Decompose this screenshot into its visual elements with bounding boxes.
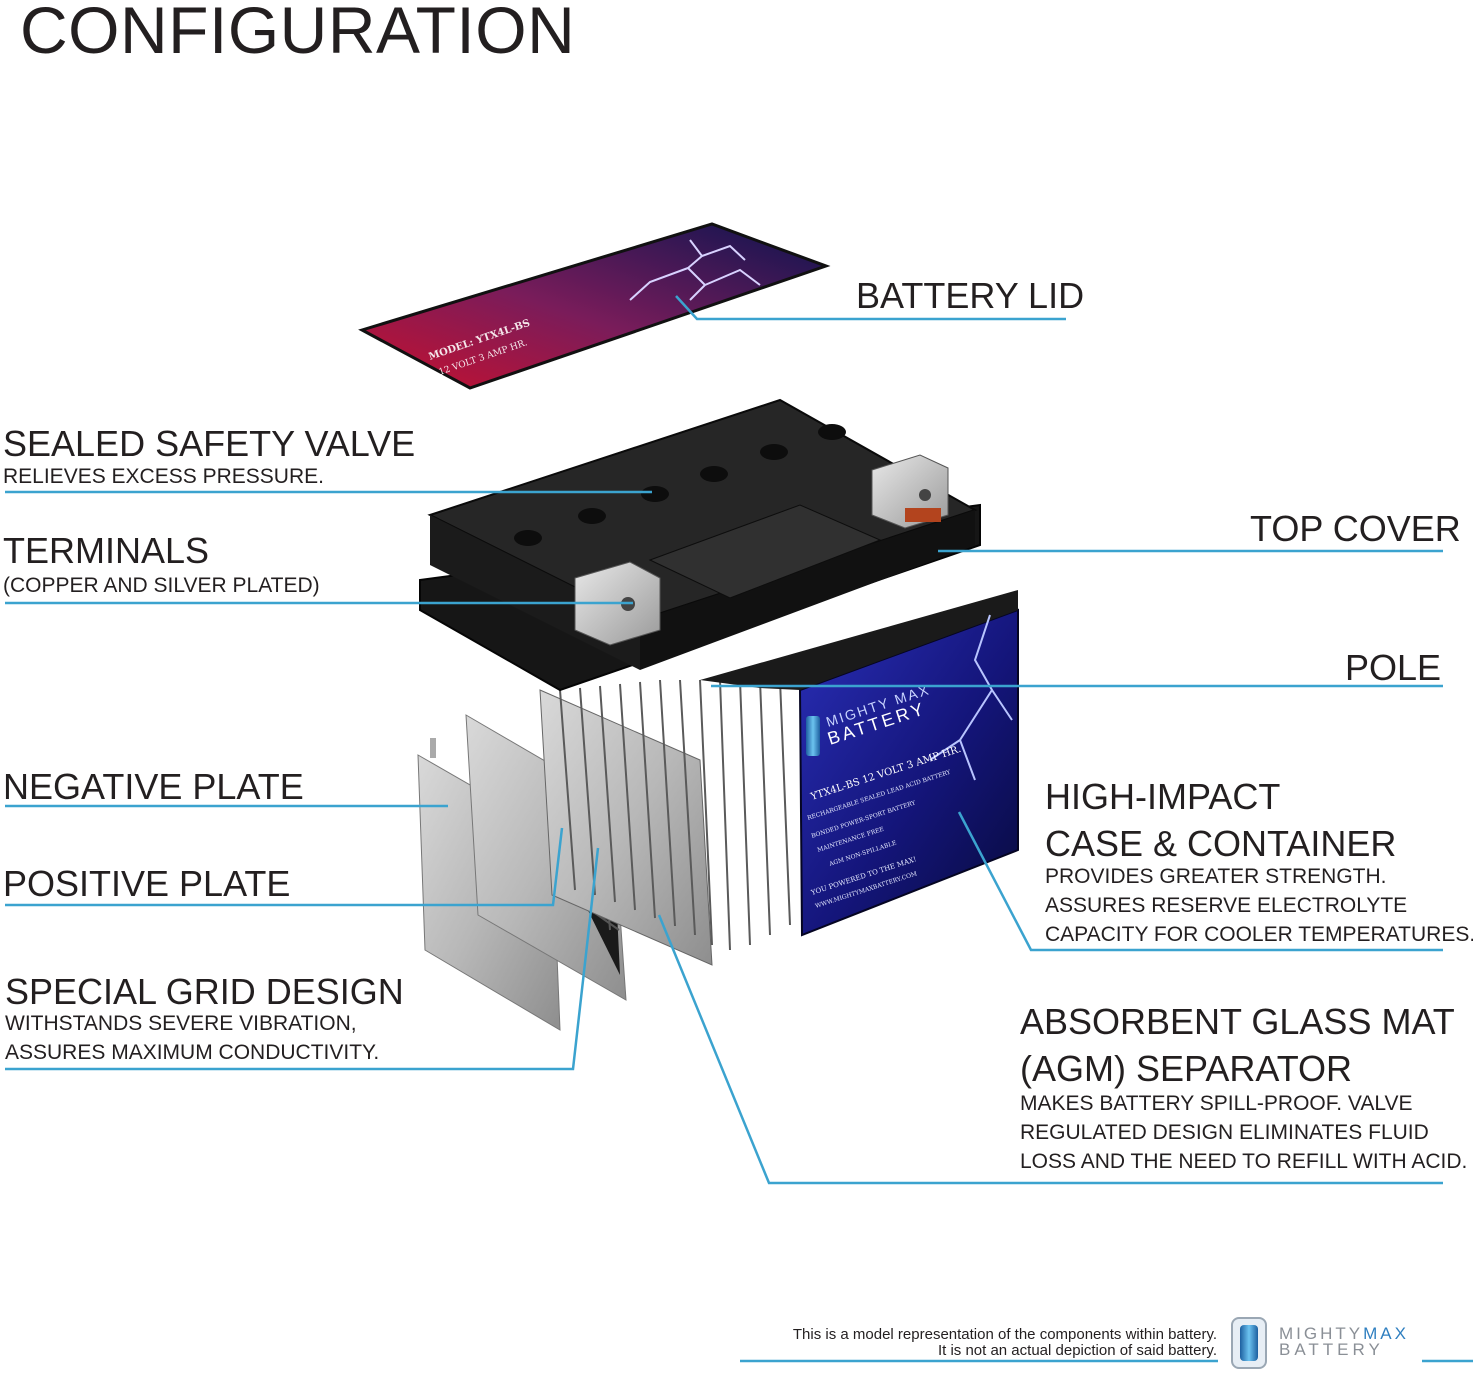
- top-cover: [419, 398, 981, 692]
- page-title: CONFIGURATION: [20, 0, 576, 67]
- footer-logo-max: MAX: [1363, 1324, 1409, 1343]
- lightning-icon: [629, 239, 761, 301]
- footer-logo-line-2: BATTERY: [1279, 1340, 1384, 1359]
- label-sealed-safety-valve: SEALED SAFETY VALVE: [3, 423, 416, 464]
- safety-valve-cap: [641, 486, 669, 502]
- footer-logo-line-1: MIGHTYMAX: [1279, 1325, 1409, 1343]
- label-terminals: TERMINALS: [3, 530, 210, 571]
- label-positive-plate: POSITIVE PLATE: [3, 863, 291, 904]
- label-absorbent-glass-mat: ABSORBENT GLASS MAT: [1020, 1001, 1455, 1042]
- footer-logo-mighty: MIGHTY: [1279, 1324, 1364, 1343]
- battery-lid: MODEL: YTX4L-BS 12 VOLT 3 AMP HR.: [358, 222, 831, 390]
- label-negative-plate: NEGATIVE PLATE: [3, 766, 304, 807]
- lightning-icon: [929, 614, 1013, 781]
- terminal-right: [871, 454, 949, 529]
- label-special-grid-design: SPECIAL GRID DESIGN: [5, 971, 404, 1012]
- label-agm-sub-3: LOSS AND THE NEED TO REFILL WITH ACID.: [1020, 1150, 1468, 1173]
- label-sealed-safety-valve-sub: RELIEVES EXCESS PRESSURE.: [3, 465, 324, 488]
- label-battery-lid: BATTERY LID: [856, 275, 1085, 316]
- leader-agm: [657, 914, 1443, 1185]
- label-case-sub-3: CAPACITY FOR COOLER TEMPERATURES.: [1045, 923, 1473, 946]
- leader-battery-lid: [675, 295, 1066, 321]
- label-grid-sub-2: ASSURES MAXIMUM CONDUCTIVITY.: [5, 1041, 380, 1064]
- leader-positive-plate: [5, 827, 564, 907]
- battery-cell-icon: [806, 716, 820, 756]
- label-grid-sub-1: WITHSTANDS SEVERE VIBRATION,: [5, 1012, 357, 1035]
- label-high-impact: HIGH-IMPACT: [1045, 776, 1281, 817]
- leader-case: [957, 811, 1443, 952]
- battery-case: MIGHTY MAX BATTERY YTX4L-BS 12 VOLT 3 AM…: [700, 590, 1019, 937]
- leader-grid-design: [5, 847, 600, 1071]
- label-pole: POLE: [1345, 647, 1442, 688]
- mighty-max-logo-icon: [1231, 1317, 1267, 1369]
- label-terminals-sub: (COPPER AND SILVER PLATED): [3, 574, 320, 597]
- label-top-cover: TOP COVER: [1250, 508, 1461, 549]
- plate-stack: [539, 679, 791, 966]
- label-case-sub-1: PROVIDES GREATER STRENGTH.: [1045, 865, 1387, 888]
- footer-note-1: This is a model representation of the co…: [792, 1326, 1217, 1343]
- footer-note-2: It is not an actual depiction of said ba…: [937, 1342, 1217, 1359]
- label-case-container: CASE & CONTAINER: [1045, 823, 1397, 864]
- label-agm-sub-1: MAKES BATTERY SPILL-PROOF. VALVE: [1020, 1092, 1413, 1115]
- label-agm-separator: (AGM) SEPARATOR: [1020, 1048, 1353, 1089]
- label-agm-sub-2: REGULATED DESIGN ELIMINATES FLUID: [1020, 1121, 1429, 1144]
- label-case-sub-2: ASSURES RESERVE ELECTROLYTE: [1045, 894, 1408, 917]
- leader-lines: [5, 295, 1473, 1363]
